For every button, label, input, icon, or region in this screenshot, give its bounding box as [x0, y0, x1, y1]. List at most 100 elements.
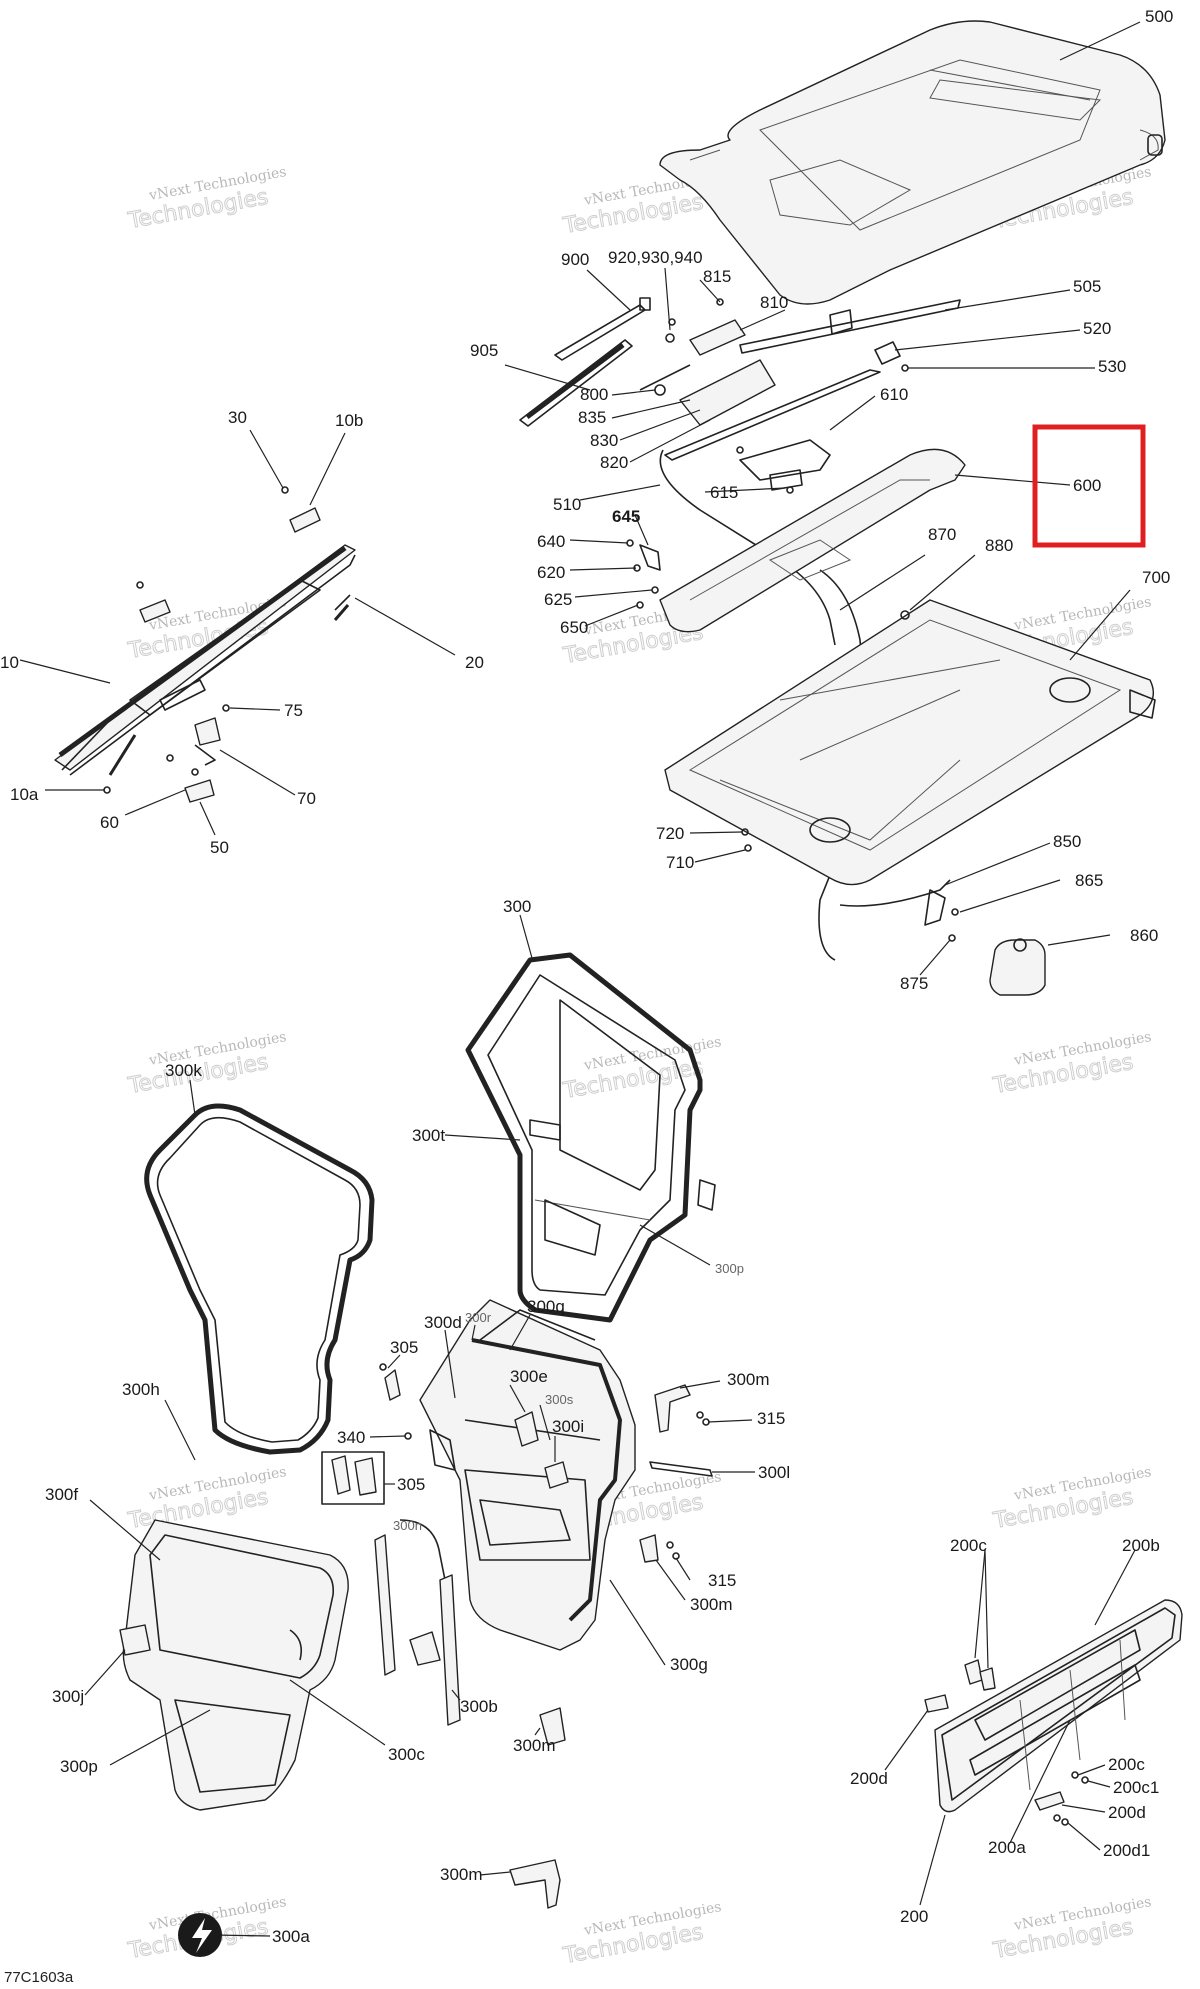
- callout-300q[interactable]: 300q: [527, 1297, 565, 1316]
- callout-200c-a[interactable]: 200c: [950, 1536, 987, 1555]
- callout-300h[interactable]: 300h: [122, 1380, 160, 1399]
- callout-315-a[interactable]: 315: [757, 1409, 785, 1428]
- callout-300m-a[interactable]: 300m: [727, 1370, 770, 1389]
- callout-305-b[interactable]: 305: [397, 1475, 425, 1494]
- callout-615[interactable]: 615: [710, 483, 738, 502]
- cable-300n: [399, 1519, 446, 1581]
- callout-600-highlighted[interactable]: 600: [1073, 476, 1101, 495]
- callout-70[interactable]: 70: [297, 789, 316, 808]
- callout-620[interactable]: 620: [537, 563, 565, 582]
- callout-640[interactable]: 640: [537, 532, 565, 551]
- callout-300r[interactable]: 300r: [465, 1310, 492, 1325]
- watermark: vNext Technologies Technologies: [125, 1029, 287, 1100]
- door-inner-300g: [419, 1299, 636, 1651]
- door-outer-300f: [119, 1519, 349, 1811]
- callout-300[interactable]: 300: [503, 897, 531, 916]
- callout-300m-b[interactable]: 300m: [690, 1595, 733, 1614]
- callout-300i[interactable]: 300i: [552, 1417, 584, 1436]
- callout-20[interactable]: 20: [465, 653, 484, 672]
- callout-10[interactable]: 10: [0, 653, 19, 672]
- callout-610[interactable]: 610: [880, 385, 908, 404]
- bracket-300m-d: [509, 1859, 561, 1909]
- diagram-code: 77C1603a: [4, 1969, 74, 1986]
- screw-710: [744, 844, 752, 852]
- callout-200b[interactable]: 200b: [1122, 1536, 1160, 1555]
- callout-800[interactable]: 800: [580, 385, 608, 404]
- callout-625[interactable]: 625: [544, 590, 572, 609]
- callout-300s[interactable]: 300s: [545, 1392, 574, 1407]
- callout-30[interactable]: 30: [228, 408, 247, 427]
- callout-300c[interactable]: 300c: [388, 1745, 425, 1764]
- callout-815[interactable]: 815: [703, 267, 731, 286]
- callout-820[interactable]: 820: [600, 453, 628, 472]
- callout-300e[interactable]: 300e: [510, 1367, 548, 1386]
- callout-300t[interactable]: 300t: [412, 1126, 445, 1145]
- callout-300p-top[interactable]: 300p: [715, 1261, 744, 1276]
- callout-510[interactable]: 510: [553, 495, 581, 514]
- callout-340[interactable]: 340: [337, 1428, 365, 1447]
- callout-710[interactable]: 710: [666, 853, 694, 872]
- callout-300b[interactable]: 300b: [460, 1697, 498, 1716]
- callout-60[interactable]: 60: [100, 813, 119, 832]
- callout-300a[interactable]: 300a: [272, 1927, 310, 1946]
- callout-305-a[interactable]: 305: [390, 1338, 418, 1357]
- callout-200d-b[interactable]: 200d: [1108, 1803, 1146, 1822]
- callout-200a[interactable]: 200a: [988, 1838, 1026, 1857]
- callout-300j[interactable]: 300j: [52, 1687, 84, 1706]
- light-assembly: [639, 298, 776, 426]
- hinge-305a: [379, 1363, 401, 1401]
- striker-50: [184, 768, 215, 803]
- callout-900[interactable]: 900: [561, 250, 589, 269]
- callout-300d[interactable]: 300d: [424, 1313, 462, 1332]
- callout-10b[interactable]: 10b: [335, 411, 363, 430]
- callout-830[interactable]: 830: [590, 431, 618, 450]
- callout-300k[interactable]: 300k: [165, 1061, 202, 1080]
- callout-530[interactable]: 530: [1098, 357, 1126, 376]
- handle-300e: [514, 1411, 539, 1447]
- callout-300p[interactable]: 300p: [60, 1757, 98, 1776]
- callout-200[interactable]: 200: [900, 1907, 928, 1926]
- callout-860[interactable]: 860: [1130, 926, 1158, 945]
- callout-200d1[interactable]: 200d1: [1103, 1841, 1150, 1860]
- callout-500[interactable]: 500: [1145, 7, 1173, 26]
- callout-850[interactable]: 850: [1053, 832, 1081, 851]
- roof-panel: [659, 20, 1166, 335]
- highlight-box: [1032, 424, 1146, 548]
- callout-300m-c[interactable]: 300m: [513, 1736, 556, 1755]
- callout-645[interactable]: 645: [612, 507, 640, 526]
- callout-300g[interactable]: 300g: [670, 1655, 708, 1674]
- callout-50[interactable]: 50: [210, 838, 229, 857]
- lightning-logo: [178, 1913, 222, 1957]
- callout-905[interactable]: 905: [470, 341, 498, 360]
- callout-315-b[interactable]: 315: [708, 1571, 736, 1590]
- callout-labels: 500 505 520 530 900 920,930,940 815 810 …: [0, 7, 1173, 1946]
- callout-870[interactable]: 870: [928, 525, 956, 544]
- callout-300m-d[interactable]: 300m: [440, 1865, 483, 1884]
- callout-200c1[interactable]: 200c1: [1113, 1778, 1159, 1797]
- callout-300f[interactable]: 300f: [45, 1485, 78, 1504]
- screw-340: [404, 1432, 412, 1440]
- watermark: vNext Technologies Technologies: [125, 1464, 287, 1535]
- callout-75[interactable]: 75: [284, 701, 303, 720]
- gas-strut-10a: [108, 734, 137, 776]
- callout-505[interactable]: 505: [1073, 277, 1101, 296]
- callout-835[interactable]: 835: [578, 408, 606, 427]
- callout-520[interactable]: 520: [1083, 319, 1111, 338]
- callout-300n[interactable]: 300n: [393, 1518, 422, 1533]
- callout-700[interactable]: 700: [1142, 568, 1170, 587]
- callout-880[interactable]: 880: [985, 536, 1013, 555]
- callout-10a[interactable]: 10a: [10, 785, 39, 804]
- roof-liner-tray: [664, 599, 1156, 886]
- bracket-300m-b: [639, 1534, 680, 1563]
- door-seal-300k: [144, 1103, 375, 1455]
- callout-720[interactable]: 720: [656, 824, 684, 843]
- callout-920-930-940[interactable]: 920,930,940: [608, 248, 703, 267]
- callout-810[interactable]: 810: [760, 293, 788, 312]
- callout-200c-b[interactable]: 200c: [1108, 1755, 1145, 1774]
- bracket-300m-c: [539, 1707, 566, 1746]
- callout-875[interactable]: 875: [900, 974, 928, 993]
- callout-200d-a[interactable]: 200d: [850, 1769, 888, 1788]
- callout-650[interactable]: 650: [560, 618, 588, 637]
- callout-300l[interactable]: 300l: [758, 1463, 790, 1482]
- callout-865[interactable]: 865: [1075, 871, 1103, 890]
